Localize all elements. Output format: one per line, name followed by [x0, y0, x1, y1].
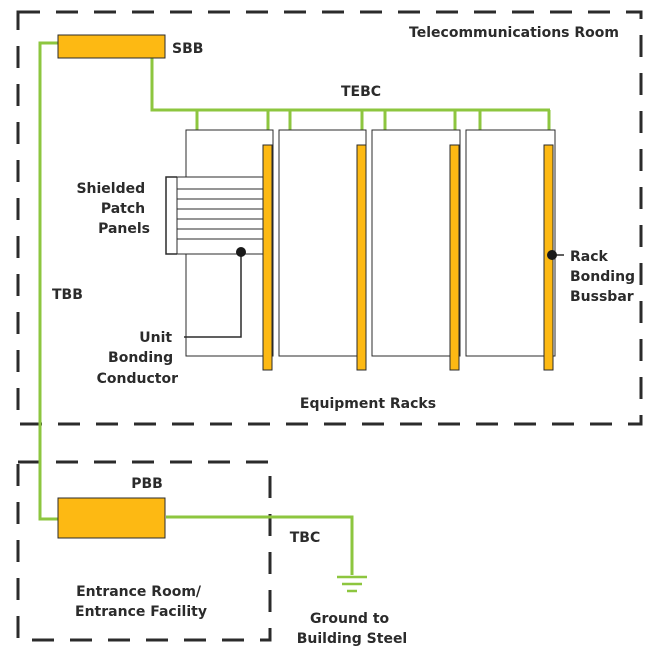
patch-panel	[176, 198, 264, 210]
unit-bonding-label: Unit Bonding Conductor	[97, 330, 178, 387]
rack-bonding-busbar	[356, 144, 367, 371]
equipment-rack	[278, 129, 367, 357]
ground-label: Ground to Building Steel	[297, 611, 407, 647]
rack-bonding-busbar	[449, 144, 460, 371]
patch-panel-bracket	[165, 176, 177, 255]
telecom-room-label: Telecommunications Room	[409, 25, 619, 41]
unit-bonding-leader	[184, 252, 242, 338]
patch-panel	[176, 218, 264, 230]
rack-bussbar-point	[547, 250, 557, 260]
rack-bonding-busbar	[262, 144, 273, 371]
tbc-label: TBC	[290, 530, 321, 546]
tebc-conductor	[150, 58, 550, 112]
equipment-racks-label: Equipment Racks	[300, 396, 436, 412]
patch-panel	[176, 176, 264, 190]
tbc-conductor	[166, 515, 354, 575]
ground-symbol	[337, 575, 367, 593]
pbb-busbar	[57, 497, 166, 539]
tebc-label: TEBC	[341, 84, 381, 100]
patch-panel	[176, 208, 264, 220]
sbb-busbar	[57, 34, 166, 59]
tbb-conductor	[38, 41, 58, 521]
pbb-label: PBB	[131, 476, 163, 492]
equipment-rack	[371, 129, 461, 357]
telecom-room-boundary	[16, 10, 643, 426]
sbb-label: SBB	[172, 41, 203, 57]
patch-panel	[176, 238, 264, 255]
patch-panel	[176, 228, 264, 240]
patch-panel	[176, 188, 264, 200]
patch-panels-label: Shielded Patch Panels	[76, 181, 150, 237]
equipment-rack	[465, 129, 556, 357]
tbb-label: TBB	[52, 287, 83, 303]
entrance-room-boundary	[16, 460, 272, 642]
rack-bussbar-label: Rack Bonding Bussbar	[570, 249, 640, 305]
unit-bonding-point	[236, 247, 246, 257]
entrance-room-label: Entrance Room/ Entrance Facility	[75, 584, 207, 620]
